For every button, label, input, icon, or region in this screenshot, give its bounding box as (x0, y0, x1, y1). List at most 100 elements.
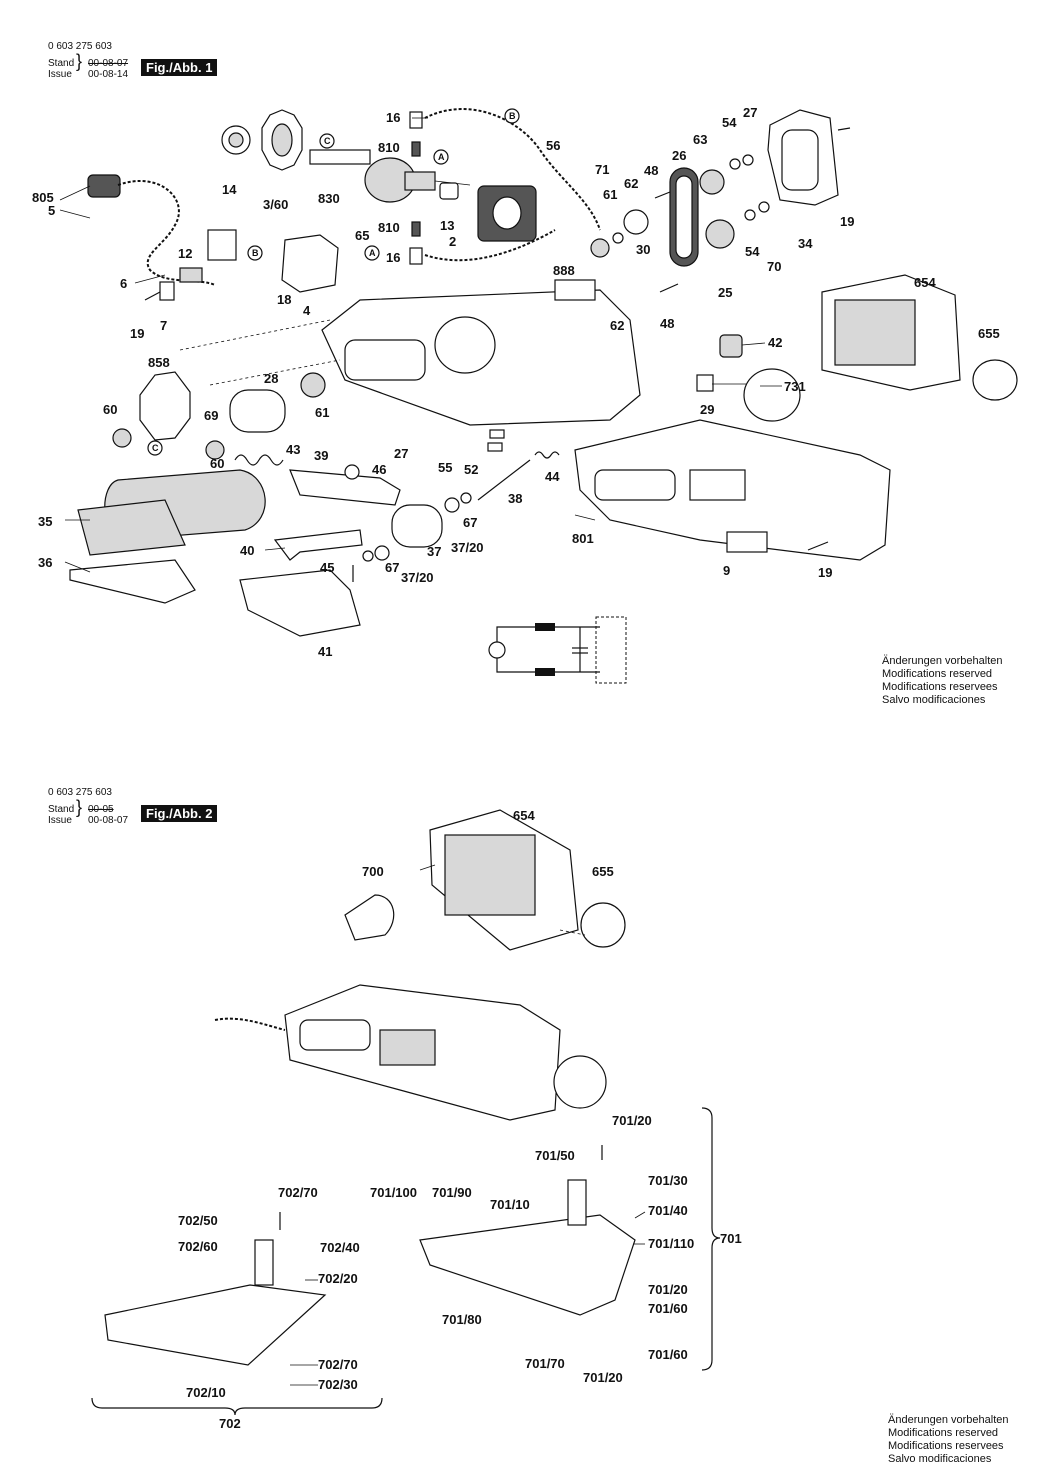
label-f2-70270b: 702/70 (318, 1357, 358, 1372)
bearing-61b (300, 372, 326, 398)
label-655: 655 (978, 326, 1000, 341)
fig2-stand-label: Stand (48, 804, 75, 815)
label-54b: 54 (745, 244, 760, 259)
fig2-doc-number: 0 603 275 603 (48, 787, 112, 798)
label-2: 2 (449, 234, 456, 249)
bearing-13-shape (439, 182, 459, 200)
screw-19c (807, 541, 829, 551)
washer-54b (744, 209, 756, 221)
label-3720a: 37/20 (451, 540, 484, 555)
leader (419, 864, 436, 871)
connector-b-mid-label: B (252, 248, 259, 258)
fig2-leader-lines (290, 864, 646, 1386)
bracket-40-shape (273, 529, 363, 561)
washer-70 (758, 201, 770, 213)
label-654: 654 (914, 275, 936, 290)
connector-b-mid (247, 245, 263, 261)
fig1-badge: Fig./Abb. 1 (141, 59, 218, 76)
label-f2-70250: 702/50 (178, 1213, 218, 1228)
spring-44-shape (534, 451, 560, 459)
leader (59, 185, 91, 201)
fig2-cord (214, 1017, 286, 1031)
fig2-fence-702 (104, 1284, 327, 1366)
label-f2-70150: 701/50 (535, 1148, 575, 1163)
fig2-adapter-655 (580, 902, 626, 948)
label-888: 888 (553, 263, 575, 278)
label-54a: 54 (722, 115, 737, 130)
notice-line: Änderungen vorbehalten (888, 1414, 1009, 1426)
label-69: 69 (204, 408, 218, 423)
label-46: 46 (372, 462, 386, 477)
switch-4-shape (281, 234, 339, 293)
label-36: 36 (38, 555, 52, 570)
fig2-bracket-70140 (567, 1179, 587, 1226)
lower-housing-window (689, 469, 746, 501)
spring-43-shape (234, 454, 284, 466)
leader (634, 1211, 646, 1219)
part-55 (489, 429, 505, 439)
label-55: 55 (438, 460, 452, 475)
part-52 (487, 442, 503, 452)
label-f2-70160a: 701/60 (648, 1301, 688, 1316)
bearing-3720b (374, 545, 390, 561)
fig1-issue-label: Issue (48, 69, 72, 80)
schematic-motor-symbol (488, 641, 506, 659)
label-19b: 19 (840, 214, 854, 229)
label-f2-70130: 701/30 (648, 1173, 688, 1188)
label-27a: 27 (743, 105, 757, 120)
label-48a: 48 (644, 163, 658, 178)
label-16b: 16 (386, 250, 400, 265)
pulley-63-shape (699, 169, 725, 195)
leader (209, 359, 341, 386)
fig2-notice: Änderungen vorbehalten Modifications res… (888, 1414, 1008, 1466)
frame-41-shape (239, 569, 361, 637)
label-16a: 16 (386, 110, 400, 125)
label-9-shape (726, 531, 768, 553)
label-25: 25 (718, 285, 732, 300)
notice-line: Modifications reserved (882, 668, 993, 680)
label-f2-702: 702 (219, 1416, 241, 1431)
screw-19a (144, 291, 161, 301)
label-18: 18 (277, 292, 291, 307)
knob-731-shape (743, 368, 801, 422)
label-f2-70260: 702/60 (178, 1239, 218, 1254)
label-63: 63 (693, 132, 707, 147)
schematic-choke-bottom (535, 668, 555, 676)
label-56: 56 (546, 138, 560, 153)
commutator-shape (404, 171, 436, 191)
connector-c-top (319, 133, 335, 149)
knob-42-shape (719, 334, 743, 358)
plug-805-shape (87, 174, 121, 198)
armature-shaft-shape (309, 149, 371, 165)
label-731: 731 (784, 379, 806, 394)
label-60a: 60 (103, 402, 117, 417)
label-61b: 61 (315, 405, 329, 420)
label-f2-70140: 701/40 (648, 1203, 688, 1218)
washer-54a (729, 158, 741, 170)
label-f2-70120a: 701/20 (612, 1113, 652, 1128)
connector-a-top-label: A (438, 152, 445, 162)
label-4: 4 (303, 303, 311, 318)
label-f2-654: 654 (513, 808, 535, 823)
nut-29-shape (696, 374, 714, 392)
label-34: 34 (798, 236, 813, 251)
adapter-655-shape (972, 359, 1018, 401)
washer-67a (460, 492, 472, 504)
fig1-doc-number: 0 603 275 603 (48, 41, 112, 52)
label-830: 830 (318, 191, 340, 206)
screw-46-shape (344, 464, 360, 480)
group-bracket-702 (91, 1397, 383, 1416)
schematic-choke-top (535, 623, 555, 631)
notice-line: Salvo modificaciones (888, 1453, 992, 1465)
group-bracket-701 (701, 1107, 721, 1371)
bevel-gear-858-shape (139, 371, 191, 441)
label-62a: 62 (624, 176, 638, 191)
fig1-issue-date: 00-08-14 (88, 69, 129, 80)
label-f2-70120c: 701/20 (583, 1370, 623, 1385)
label-71: 71 (595, 162, 609, 177)
washer-67b (362, 550, 374, 562)
brush-holder-16a (409, 111, 423, 129)
label-810a: 810 (378, 140, 400, 155)
fig2-frame-701 (419, 1214, 636, 1316)
notice-line: Modifications reserved (888, 1427, 999, 1439)
